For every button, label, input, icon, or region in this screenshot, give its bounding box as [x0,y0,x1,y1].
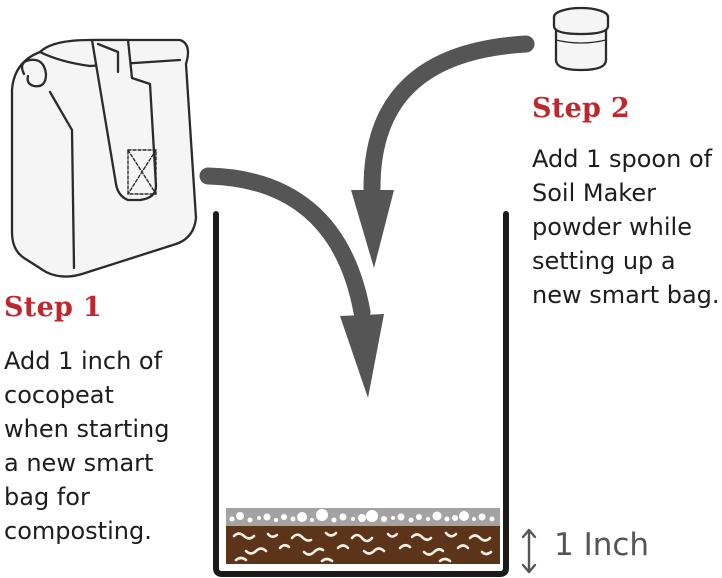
powder-granules [229,509,495,523]
step1-line: Add 1 inch of [4,347,163,375]
step1-line: cocopeat [4,381,114,409]
step2-line: powder while [532,213,692,241]
measurement-label: 1 Inch [554,527,650,563]
step2-line: new smart bag. [532,281,720,309]
step1-line: bag for [4,483,90,511]
container-outline [213,211,509,577]
step1-line: when starting [4,415,170,443]
powder-jar-icon [552,6,610,72]
step1-description: Add 1 inch of cocopeat when starting a n… [4,344,169,548]
soil-layer [226,526,500,564]
step2-description: Add 1 spoon of Soil Maker powder while s… [532,142,720,312]
arrow-from-jar-head [351,190,394,268]
arrow-from-bag-head [340,314,384,398]
step2-line: setting up a [532,247,676,275]
step1-title: Step 1 [4,292,103,323]
soil-texture [232,531,493,563]
double-arrow-icon [521,528,537,574]
step2-title: Step 2 [532,93,631,124]
smart-bag-icon [10,38,198,278]
step2-line: Add 1 spoon of [532,145,713,173]
step1-line: composting. [4,517,152,545]
step2-line: Soil Maker [532,179,656,207]
arrow-from-jar [363,35,535,197]
step1-line: a new smart [4,449,154,477]
arrow-from-bag [199,167,371,321]
